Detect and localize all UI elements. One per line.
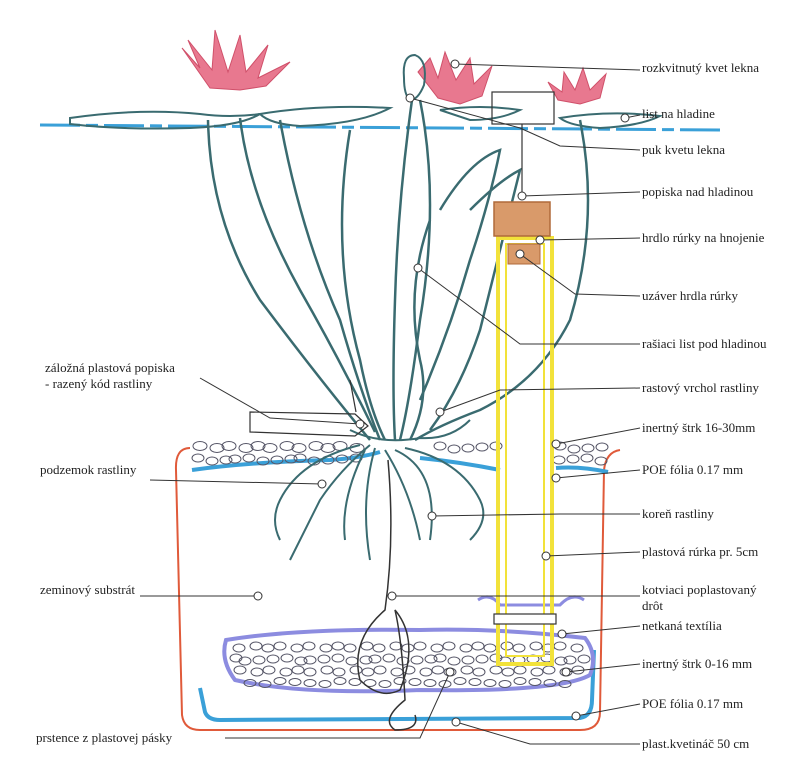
- gravel-stone: [553, 456, 565, 464]
- gravel-stone: [568, 445, 580, 453]
- label-zalozna-popiska-2: - razený kód rastliny: [45, 376, 152, 391]
- label-netkana-textilia: netkaná textília: [642, 618, 722, 633]
- fertilizer-tube: [494, 202, 556, 664]
- label-hrdlo-rurky: hrdlo rúrky na hnojenie: [642, 230, 764, 245]
- label-inertny-strk-16-30: inertný štrk 16-30mm: [642, 420, 755, 435]
- gravel-stone: [206, 457, 218, 465]
- label-kotviaci-drot-1: kotviaci poplastovaný: [642, 582, 756, 597]
- label-prstence: prstence z plastovej pásky: [36, 730, 172, 745]
- label-plastova-rurka: plastová rúrka pr. 5cm: [642, 544, 758, 559]
- label-kotviaci-drot-2: drôt: [642, 598, 663, 613]
- label-list-na-hladine: list na hladine: [642, 106, 715, 121]
- label-zalozna-popiska-1: záložná plastová popiska: [45, 360, 175, 375]
- gravel-stone: [581, 454, 593, 462]
- gravel-stone: [222, 442, 236, 451]
- lily-flower-left: [182, 30, 290, 90]
- gravel-stone: [596, 443, 608, 451]
- label-rastovy-vrchol: rastový vrchol rastliny: [642, 380, 759, 395]
- gravel-stone: [292, 444, 306, 453]
- gravel-stone: [193, 442, 207, 451]
- label-rozkvitnuty-kvet: rozkvitnutý kvet lekna: [642, 60, 759, 75]
- label-rasiaci-list: rašiaci list pod hladinou: [642, 336, 767, 351]
- gravel-stone: [448, 445, 460, 453]
- lily-flower-right: [548, 68, 606, 104]
- rhizome-roots: [275, 420, 483, 560]
- gravel-stone: [567, 455, 579, 463]
- label-inertny-strk-0-16: inertný štrk 0-16 mm: [642, 656, 752, 671]
- gravel-stone: [229, 455, 241, 463]
- gravel-stone: [243, 454, 255, 462]
- backup-plastic-tag: [250, 380, 368, 436]
- label-zeminovy-substrat: zeminový substrát: [40, 582, 135, 597]
- label-plast-kvetinac: plast.kvetináč 50 cm: [642, 736, 749, 751]
- label-podzemok: podzemok rastliny: [40, 462, 136, 477]
- fleece-wrap: [478, 597, 584, 605]
- label-uzaver-hrdla: uzáver hrdla rúrky: [642, 288, 738, 303]
- gravel-stone: [462, 444, 474, 452]
- gravel-stone: [582, 444, 594, 452]
- label-puk-kvetu: puk kvetu lekna: [642, 142, 725, 157]
- gravel-stone: [476, 443, 488, 451]
- label-poe-folia-1: POE fólia 0.17 mm: [642, 462, 743, 477]
- leader-dots: [254, 60, 629, 726]
- label-koren-rastliny: koreň rastliny: [642, 506, 714, 521]
- plant-stems: [208, 100, 588, 440]
- gravel-stone: [263, 444, 277, 453]
- label-poe-folia-2: POE fólia 0.17 mm: [642, 696, 743, 711]
- label-popiska-nad-hladinou: popiska nad hladinou: [642, 184, 753, 199]
- gravel-stone: [192, 454, 204, 462]
- gravel-stone: [434, 442, 446, 450]
